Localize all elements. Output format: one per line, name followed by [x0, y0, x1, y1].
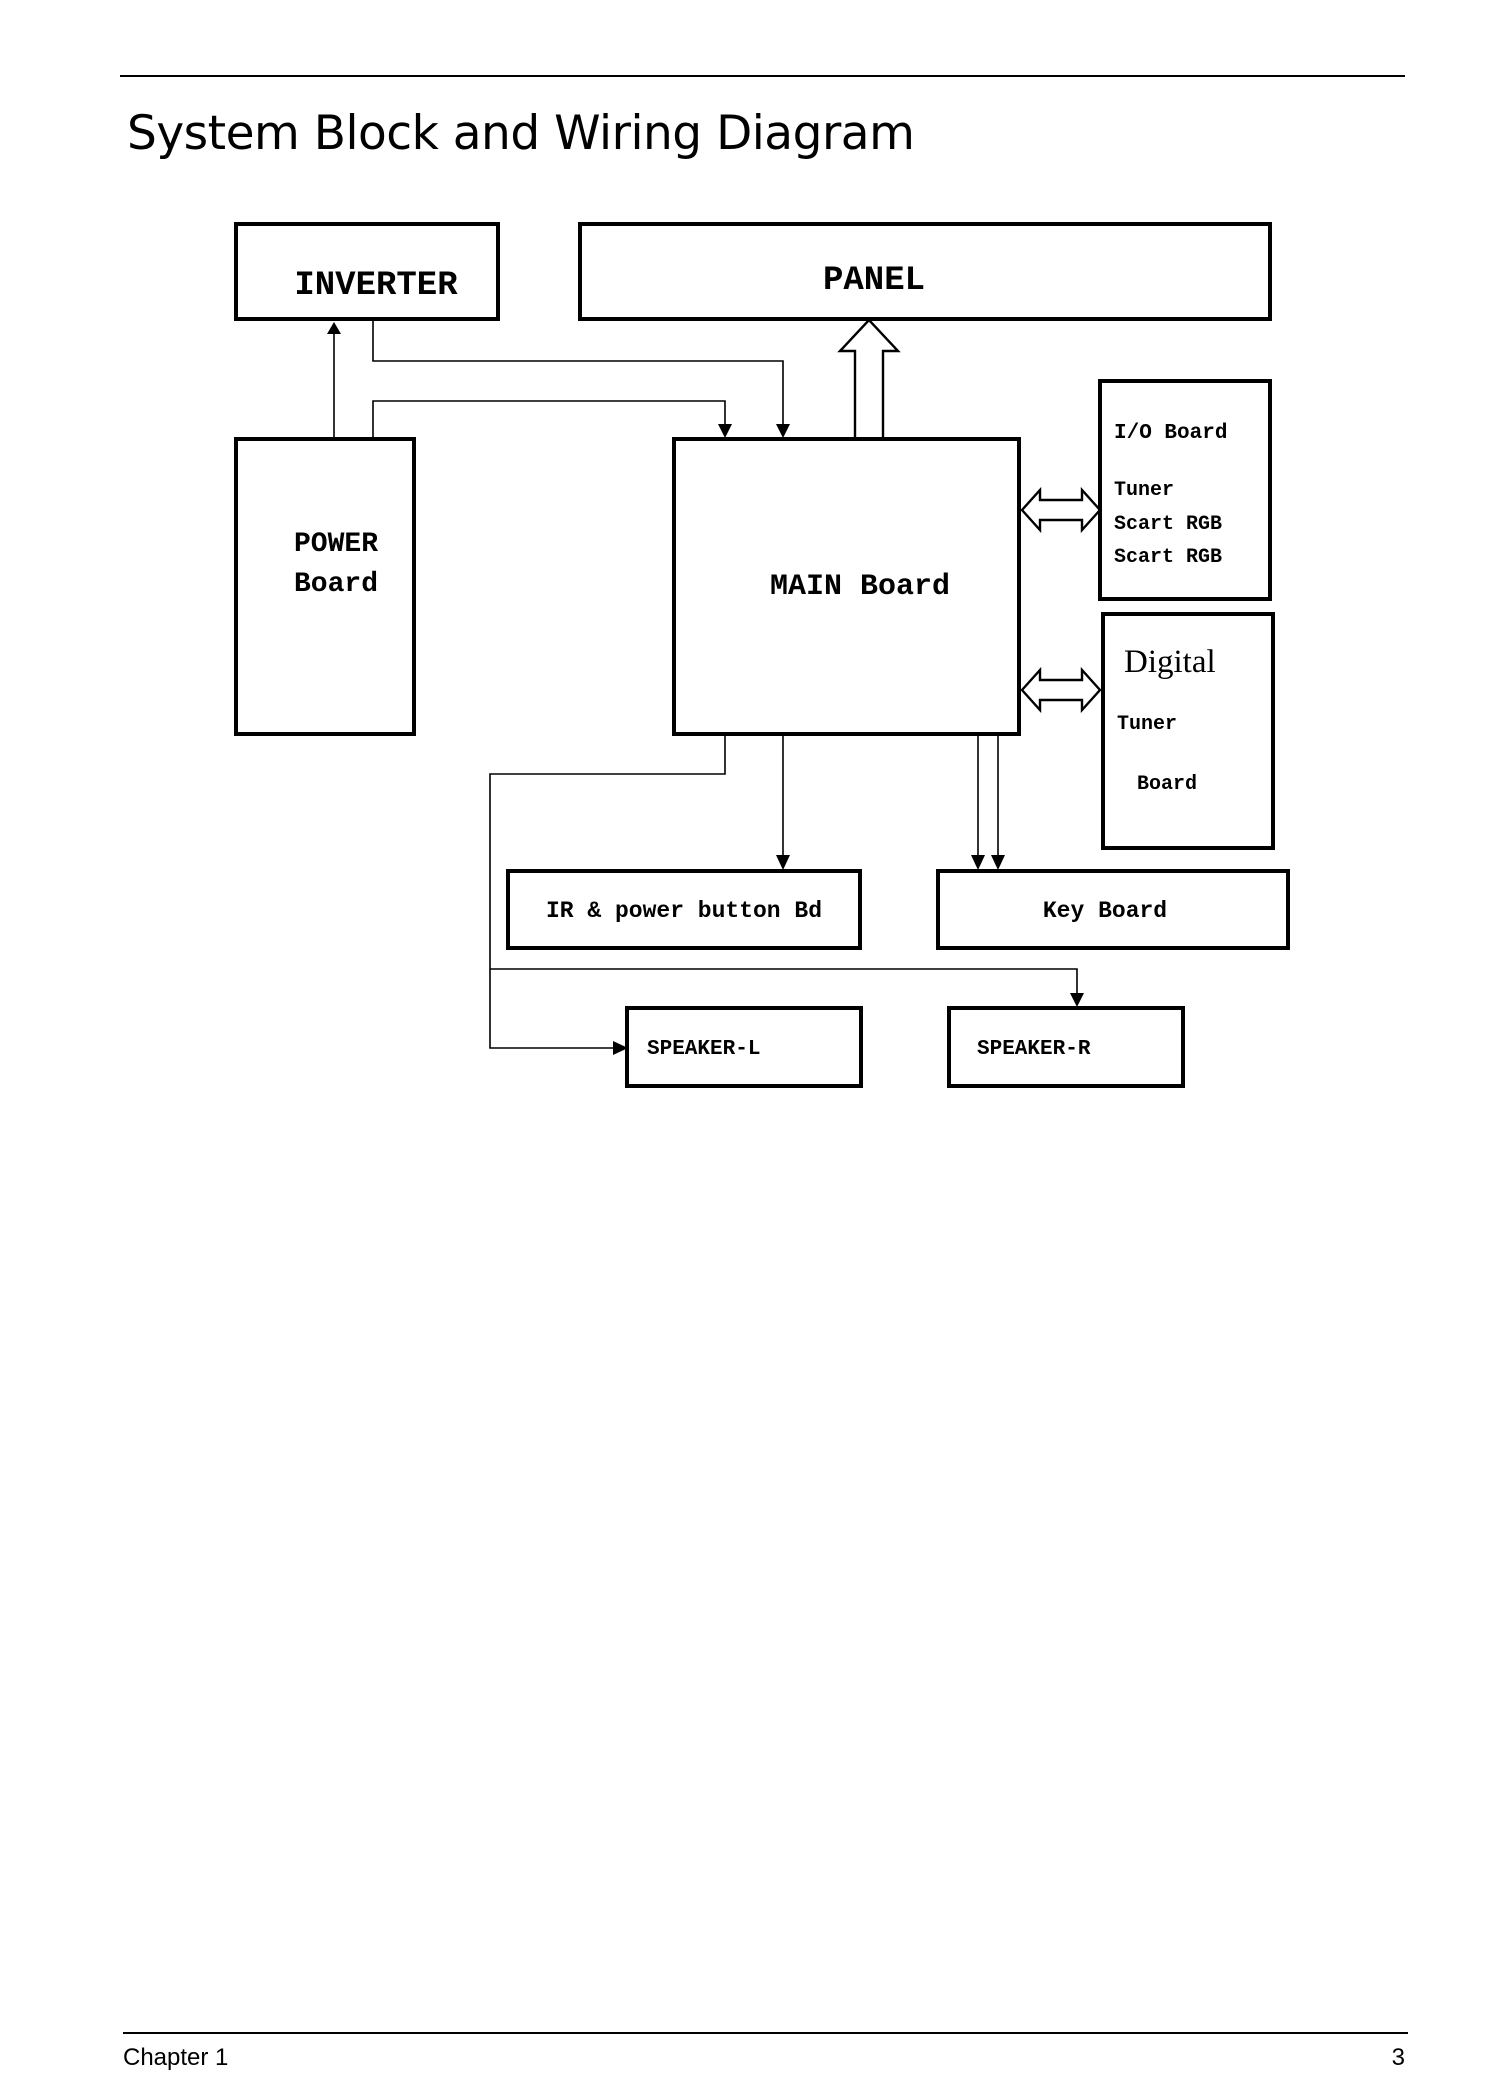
panel-label: PANEL	[823, 262, 925, 300]
inverter-box	[234, 222, 500, 321]
io-board-box	[1098, 379, 1272, 601]
digital-tuner-title: Digital	[1124, 644, 1216, 680]
key-board-box	[936, 869, 1290, 950]
bus-main-io-board	[1020, 486, 1102, 534]
inverter-label: INVERTER	[294, 267, 458, 305]
wire-inverter-to-main	[372, 320, 784, 425]
wire-power-to-main	[372, 400, 726, 439]
arrowhead-main-2	[776, 424, 790, 438]
speaker-left-box	[625, 1006, 863, 1088]
page-title: System Block and Wiring Diagram	[127, 106, 915, 161]
key-board-label: Key Board	[1043, 898, 1167, 924]
bus-main-digital-tuner	[1020, 666, 1102, 714]
arrowhead-ir-board	[776, 855, 790, 870]
main-board-label: MAIN Board	[770, 570, 950, 604]
power-board-label-line-2: Board	[294, 569, 378, 600]
system-block-diagram: INVERTER PANEL POWER Board MAIN Board I/…	[234, 222, 1290, 1088]
footer-page-number: 3	[1391, 2044, 1405, 2071]
power-board-box	[234, 437, 416, 736]
ir-power-button-board-box	[506, 869, 862, 950]
io-board-title: I/O Board	[1114, 422, 1227, 445]
speaker-left-label: SPEAKER-L	[647, 1038, 760, 1061]
panel-box	[578, 222, 1272, 321]
arrowhead-key-board-1	[971, 855, 985, 870]
header-rule	[120, 75, 1405, 77]
footer-rule	[123, 2032, 1408, 2034]
main-board-box	[672, 437, 1021, 736]
digital-tuner-line-board: Board	[1137, 773, 1197, 796]
arrowhead-speaker-left	[613, 1041, 628, 1055]
arrowhead-speaker-right	[1070, 993, 1084, 1007]
speaker-right-box	[947, 1006, 1185, 1088]
footer-chapter: Chapter 1	[123, 2044, 229, 2071]
power-board-label-line-1: POWER	[294, 529, 378, 560]
digital-tuner-board-box	[1101, 612, 1275, 850]
ir-power-button-board-label: IR & power button Bd	[546, 898, 822, 924]
io-board-line-tuner: Tuner	[1114, 479, 1174, 502]
arrowhead-main-1	[718, 424, 732, 438]
arrowhead-key-board-2	[991, 855, 1005, 870]
io-board-line-scart-2: Scart RGB	[1114, 546, 1222, 569]
digital-tuner-line-tuner: Tuner	[1117, 713, 1177, 736]
wire-to-speaker-right	[490, 968, 1078, 994]
arrowhead-inverter	[327, 322, 341, 334]
wire-main-to-speakers	[489, 734, 726, 1049]
bus-main-to-panel	[837, 318, 901, 441]
speaker-right-label: SPEAKER-R	[977, 1038, 1091, 1061]
io-board-line-scart-1: Scart RGB	[1114, 513, 1222, 536]
